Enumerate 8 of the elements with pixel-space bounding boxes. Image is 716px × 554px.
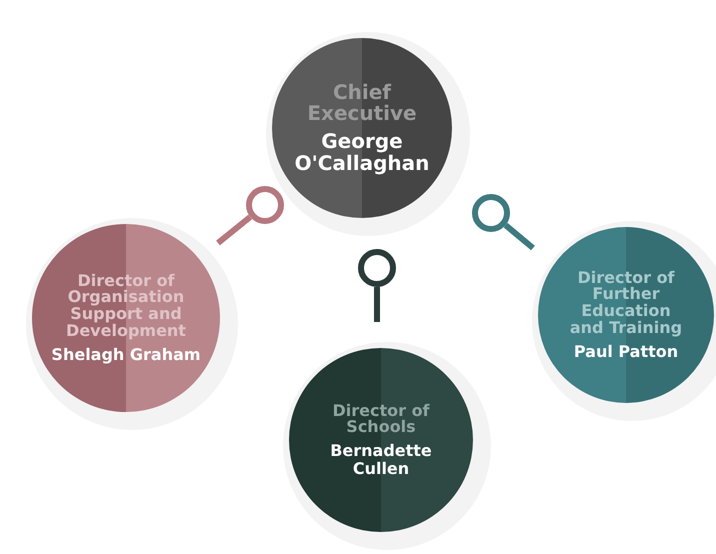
job-title: Chief Executive xyxy=(306,82,418,124)
job-title: Director of Organisation Support and Development xyxy=(65,272,187,340)
job-title: Director of Further Education and Training xyxy=(568,270,684,337)
person-name: Shelagh Graham xyxy=(51,346,201,364)
job-title: Director of Schools xyxy=(331,402,431,436)
person-name: Bernadette Cullen xyxy=(329,442,433,478)
person-name: George O'Callaghan xyxy=(294,130,430,174)
person-name: Paul Patton xyxy=(574,342,678,360)
